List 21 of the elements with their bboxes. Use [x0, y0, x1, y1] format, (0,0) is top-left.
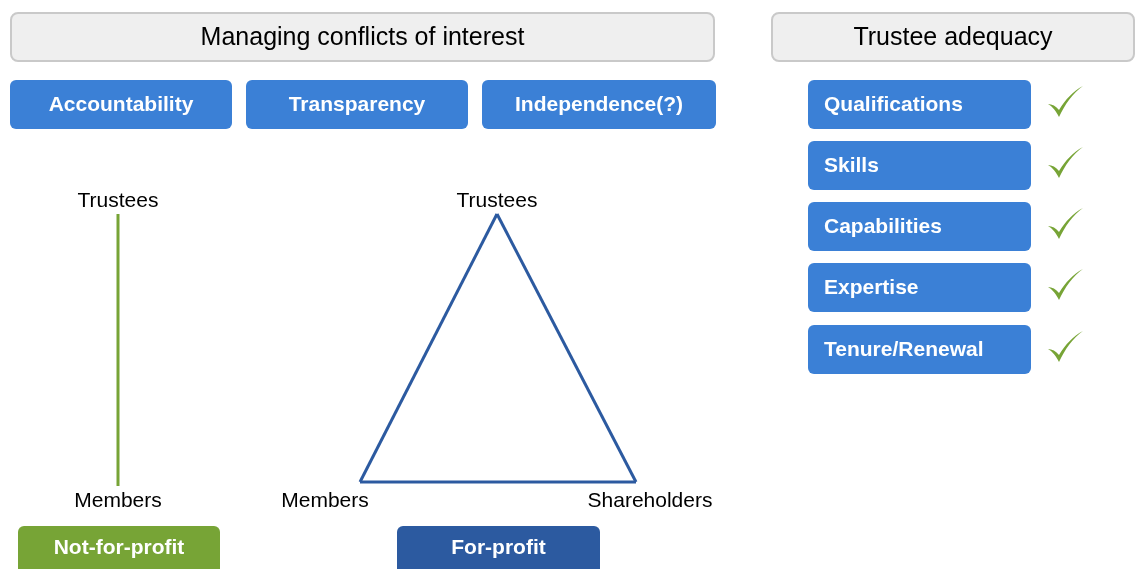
party-label: Trustees [58, 188, 178, 212]
criteria-box: Tenure/Renewal [808, 325, 1031, 374]
connector-line [116, 214, 120, 486]
category-tab: Not-for-profit [18, 526, 220, 569]
principle-box: Accountability [10, 80, 232, 129]
party-label: Shareholders [578, 488, 722, 512]
connector-line [360, 480, 636, 484]
connector-line [495, 213, 638, 483]
section-header: Managing conflicts of interest [10, 12, 715, 62]
principle-box: Transparency [246, 80, 468, 129]
criteria-box: Expertise [808, 263, 1031, 312]
criteria-box: Capabilities [808, 202, 1031, 251]
party-label: Members [270, 488, 380, 512]
criteria-box: Qualifications [808, 80, 1031, 129]
section-header: Trustee adequacy [771, 12, 1135, 62]
category-tab: For-profit [397, 526, 600, 569]
criteria-box: Skills [808, 141, 1031, 190]
party-label: Members [58, 488, 178, 512]
principle-box: Independence(?) [482, 80, 716, 129]
party-label: Trustees [437, 188, 557, 212]
connector-line [358, 213, 499, 483]
